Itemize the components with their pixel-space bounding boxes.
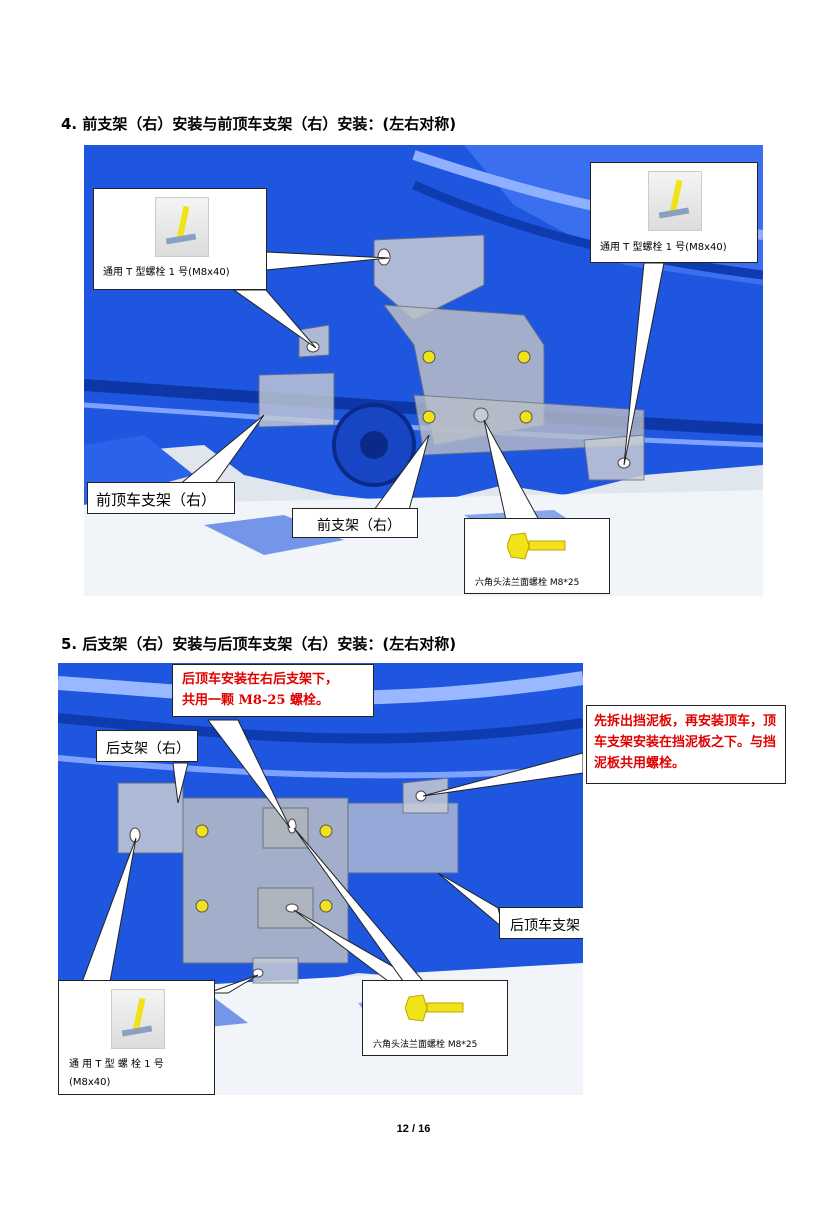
rear-t-bolt-label-line2: (M8x40) (69, 1077, 111, 1088)
flange-bolt-icon (405, 994, 464, 1022)
fender-note-callout: 先拆出挡泥板，再安装顶车，顶车支架安装在挡泥板之下。与挡泥板共用螺栓。 (586, 705, 786, 784)
flange-bolt-icon (507, 532, 566, 560)
section-5-heading: 5. 后支架（右）安装与后顶车支架（右）安装：(左右对称) (61, 635, 457, 653)
front-jack-bracket-callout: 前顶车支架（右） (87, 482, 235, 514)
t-bolt-label-left: 通用 T 型螺栓 1 号(M8x40) (103, 267, 230, 278)
shared-bolt-note-callout: 后顶车安装在右后支架下， 共用一颗 M8-25 螺栓。 (172, 664, 374, 717)
rear-jack-bracket-callout: 后顶车支架（右） (499, 907, 583, 939)
flange-bolt-callout: 六角头法兰面螺栓 M8*25 (464, 518, 610, 594)
section-4-heading: 4. 前支架（右）安装与前顶车支架（右）安装：(左右对称) (61, 115, 457, 133)
rear-jack-bracket-label: 后顶车支架（右） (510, 918, 583, 934)
rear-flange-bolt-callout: 六角头法兰面螺栓 M8*25 (362, 980, 508, 1056)
t-bolt-icon (111, 989, 165, 1049)
shared-bolt-note-line2: 共用一颗 M8-25 螺栓。 (182, 693, 329, 708)
shared-bolt-note-line1: 后顶车安装在右后支架下， (182, 672, 339, 687)
front-bracket-figure: 通用 T 型螺栓 1 号(M8x40) 通用 T 型螺栓 1 号(M8x40) … (84, 145, 763, 596)
rear-t-bolt-callout: 通 用 T 型 螺 栓 1 号 (M8x40) (58, 980, 215, 1095)
rear-flange-bolt-label: 六角头法兰面螺栓 M8*25 (373, 1040, 478, 1050)
t-bolt-label-right: 通用 T 型螺栓 1 号(M8x40) (600, 242, 727, 253)
rear-bracket-callout: 后支架（右） (96, 730, 198, 762)
front-jack-bracket-label: 前顶车支架（右） (96, 491, 217, 509)
t-bolt-callout-right: 通用 T 型螺栓 1 号(M8x40) (590, 162, 758, 263)
rear-bracket-figure: 后顶车安装在右后支架下， 共用一颗 M8-25 螺栓。 后支架（右） 后顶车支架… (58, 663, 583, 1095)
rear-t-bolt-label-line1: 通 用 T 型 螺 栓 1 号 (69, 1059, 164, 1070)
rear-bracket-label: 后支架（右） (106, 741, 190, 757)
t-bolt-icon (155, 197, 209, 257)
t-bolt-callout-left: 通用 T 型螺栓 1 号(M8x40) (93, 188, 267, 290)
front-bracket-label: 前支架（右） (317, 518, 401, 534)
fender-note-text: 先拆出挡泥板，再安装顶车，顶车支架安装在挡泥板之下。与挡泥板共用螺栓。 (594, 714, 777, 771)
page-number: 12 / 16 (396, 1123, 431, 1135)
front-bracket-callout: 前支架（右） (292, 508, 418, 538)
t-bolt-icon (648, 171, 702, 231)
flange-bolt-label: 六角头法兰面螺栓 M8*25 (475, 578, 580, 588)
